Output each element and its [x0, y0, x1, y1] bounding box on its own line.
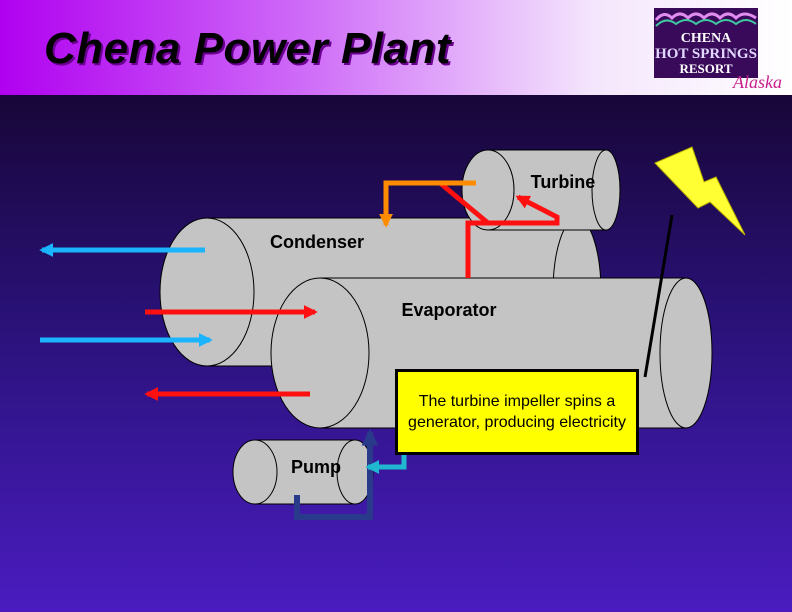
pump-return-pipe	[294, 428, 379, 520]
turbine-exhaust-arrow	[379, 180, 476, 228]
logo-text-3: RESORT	[679, 61, 732, 76]
lightning-bolt-icon	[654, 146, 746, 236]
header-bar: Chena Power Plant CHENA HOT SPRINGS RESO…	[0, 0, 792, 95]
turbine-label: Turbine	[531, 172, 596, 192]
page-title: Chena Power Plant	[44, 24, 452, 73]
vapor-to-turbine-arrow	[465, 194, 560, 278]
condenser-label: Condenser	[270, 232, 364, 252]
generator-wire	[643, 214, 674, 378]
diagram-area: Turbine Condenser Evaporator Pump The tu…	[0, 95, 792, 612]
pump-cylinder	[232, 439, 374, 505]
logo-text-1: CHENA	[681, 31, 732, 46]
logo-script: Alaska	[732, 72, 782, 92]
power-plant-diagram: Turbine Condenser Evaporator Pump	[39, 146, 746, 520]
logo-text-2: HOT SPRINGS	[655, 46, 757, 62]
vapor-diagonal-line	[438, 181, 490, 225]
evaporator-label: Evaporator	[401, 300, 496, 320]
generator-callout: The turbine impeller spins a generator, …	[395, 369, 639, 455]
pump-label: Pump	[291, 457, 341, 477]
resort-logo: CHENA HOT SPRINGS RESORT Alaska	[654, 8, 782, 92]
